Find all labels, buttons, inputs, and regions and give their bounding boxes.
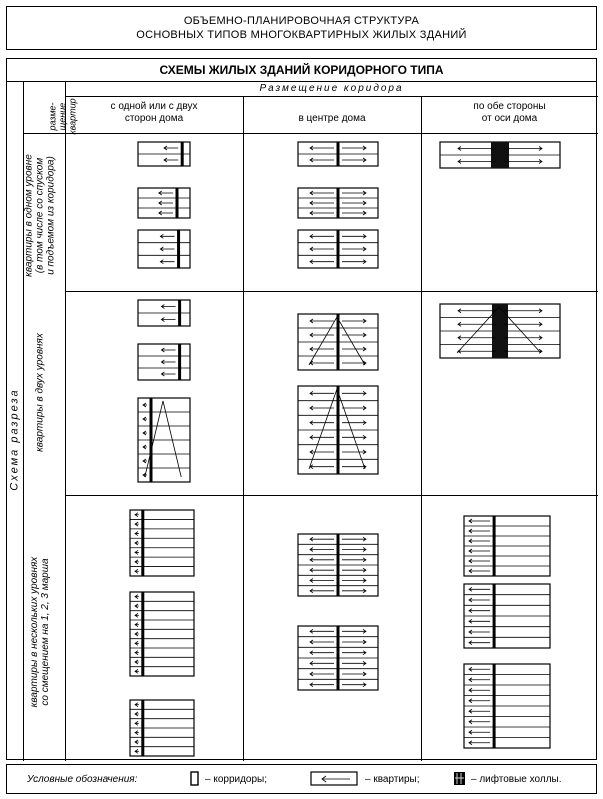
scheme-r3-c3-b — [463, 583, 551, 649]
group-head: Размещение коридора — [259, 83, 404, 94]
row-label-1: квартиры в одном уровне (в том числе со … — [24, 141, 57, 291]
scheme-r3-c3-a — [463, 515, 551, 577]
col-head-2: в центре дома — [243, 113, 421, 125]
apartment-legend-icon — [310, 771, 358, 786]
col-head-1-line2: сторон дома — [124, 113, 184, 124]
col-head-3-line2: от оси дома — [481, 113, 538, 124]
group-head-divider — [65, 96, 598, 97]
scheme-r2-c2-b — [297, 385, 379, 475]
table-title: СХЕМЫ ЖИЛЫХ ЗДАНИЙ КОРИДОРНОГО ТИПА — [7, 59, 596, 82]
col-head-1-line1: с одной или с двух — [110, 101, 198, 112]
scheme-r2-c3-a — [439, 303, 561, 359]
legend-corridors: – корридоры; — [205, 774, 268, 785]
scheme-r2-c2-a — [297, 313, 379, 371]
scheme-r1-c2-b — [297, 187, 379, 219]
side-divider — [23, 81, 24, 761]
col-head-1: с одной или с двух сторон дома — [65, 101, 243, 125]
legend-label: Условные обозначения: — [27, 774, 138, 785]
row-label-1-line2: (в том числе со спуском — [34, 157, 46, 274]
row-label-3-line1: квартиры в нескольких уровнях — [29, 556, 40, 708]
col-head-3-line1: по обе стороны — [473, 101, 546, 112]
row-label-1-line3: и подъемом из коридора) — [45, 156, 57, 275]
row-label-3: квартиры в нескольких уровнях со смещени… — [29, 507, 51, 757]
side-label: Схема разреза — [8, 388, 21, 491]
scheme-r2-c1-b — [137, 343, 191, 381]
col-head-2-line1: в центре дома — [298, 113, 366, 124]
scheme-r1-c1-a — [137, 141, 191, 167]
lift-legend-icon — [454, 772, 465, 785]
col-divider-1 — [243, 96, 244, 761]
scheme-r1-c1-b — [137, 187, 191, 219]
header-box: ОБЪЕМНО-ПЛАНИРОВОЧНАЯ СТРУКТУРА ОСНОВНЫХ… — [6, 6, 597, 50]
scheme-r3-c3-c — [463, 663, 551, 749]
legend-box: Условные обозначения: – корридоры; – ква… — [6, 764, 597, 794]
scheme-r1-c2-c — [297, 229, 379, 269]
scheme-table: СХЕМЫ ЖИЛЫХ ЗДАНИЙ КОРИДОРНОГО ТИПА Схем… — [6, 58, 598, 761]
scheme-r1-c2-a — [297, 141, 379, 167]
scheme-r2-c1-a — [137, 299, 191, 327]
row-label-2: квартиры в двух уровнях — [35, 318, 46, 468]
scheme-r1-c1-c — [137, 229, 191, 269]
scheme-r3-c1-b — [129, 591, 195, 677]
legend-lifts: – лифтовые холлы. — [471, 774, 562, 785]
scheme-r3-c1-a — [129, 509, 195, 577]
header-line-2: ОСНОВНЫХ ТИПОВ МНОГОКВАРТИРНЫХ ЖИЛЫХ ЗДА… — [136, 29, 467, 41]
row-label-3-line2: со смещением на 1, 2, 3 марша — [40, 558, 51, 706]
corridor-legend-icon — [190, 771, 199, 786]
row-divider-1 — [65, 291, 598, 292]
scheme-r1-c3-a — [439, 141, 561, 169]
scheme-r3-c2-b — [297, 625, 379, 691]
row-label-1-line1: квартиры в одном уровне — [23, 154, 35, 277]
row-label-2-line1: квартиры в двух уровнях — [34, 333, 46, 452]
header-line-1: ОБЪЕМНО-ПЛАНИРОВОЧНАЯ СТРУКТУРА — [183, 15, 420, 27]
col-divider-2 — [421, 96, 422, 761]
row-divider-0 — [23, 133, 598, 134]
row-divider-2 — [65, 495, 598, 496]
row-label-divider — [65, 81, 66, 761]
col-head-3: по обе стороны от оси дома — [421, 101, 598, 125]
scheme-r3-c2-a — [297, 533, 379, 597]
legend-apartments: – квартиры; — [365, 774, 420, 785]
scheme-r3-c1-c — [129, 699, 195, 757]
scheme-r2-c1-c — [137, 397, 191, 483]
